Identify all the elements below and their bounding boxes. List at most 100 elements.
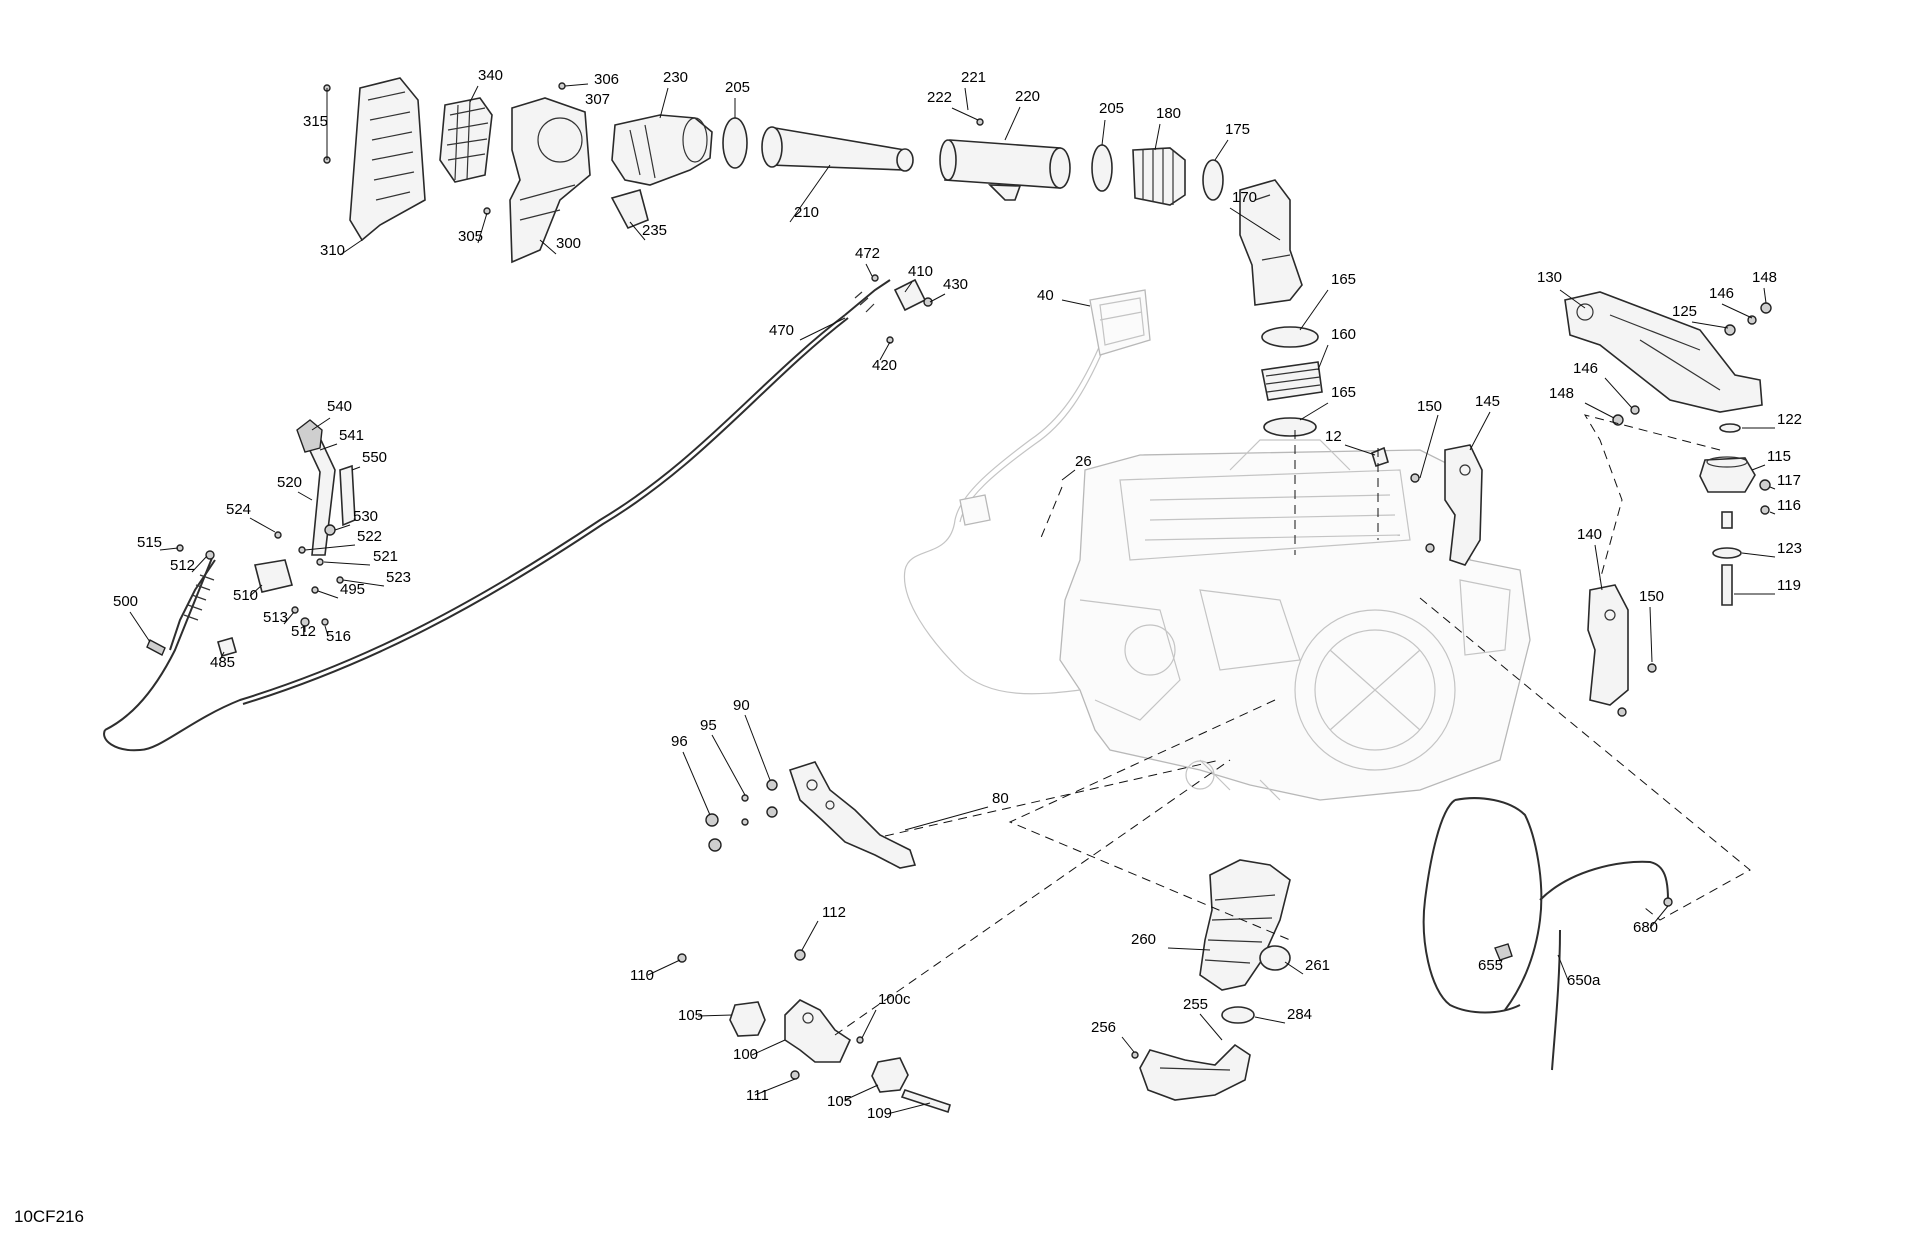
callout-305: 305: [458, 228, 483, 245]
mount-bracket-100: [784, 999, 852, 1063]
clamp-261: [1259, 945, 1291, 971]
pin-513: [291, 606, 299, 614]
grip-550: [339, 464, 356, 527]
screw-430: [923, 297, 933, 307]
screw-256: [1131, 1051, 1139, 1059]
nut-96-a: [705, 813, 719, 827]
gear-lever-cable-end: [104, 557, 216, 731]
callout-515: 515: [137, 534, 162, 551]
intake-duct-230: [611, 114, 713, 186]
callout-310: 310: [320, 242, 345, 259]
callout-522: 522: [357, 528, 382, 545]
intake-tube-210: [761, 126, 914, 172]
clamp-284: [1221, 1006, 1255, 1024]
callout-521: 521: [373, 548, 398, 565]
washer-95-a: [741, 794, 749, 802]
callout-125: 125: [1672, 303, 1697, 320]
callout-512: 512: [291, 623, 316, 640]
clamp-175: [1202, 159, 1224, 201]
bolt-150-b: [1425, 543, 1435, 553]
callout-420: 420: [872, 357, 897, 374]
clip-680: [1663, 897, 1673, 907]
alignment-lines: [834, 414, 1751, 1036]
nut-112: [794, 949, 806, 961]
leader-lines: [129, 83, 1776, 1115]
callout-80: 80: [992, 790, 1009, 807]
callout-95: 95: [700, 717, 717, 734]
engine-assembly-ghost: [903, 289, 1531, 801]
callout-160: 160: [1331, 326, 1356, 343]
knob-540: [296, 419, 323, 453]
callout-96: 96: [671, 733, 688, 750]
callout-655: 655: [1478, 957, 1503, 974]
bushing-90-a: [766, 779, 778, 791]
callout-130: 130: [1537, 269, 1562, 286]
bracket-510: [254, 559, 293, 593]
engine-mount-115: [1699, 456, 1756, 493]
cvt-duct-255: [1139, 1043, 1251, 1101]
callout-230: 230: [663, 69, 688, 86]
nut-125: [1724, 324, 1736, 336]
throttle-body-160: [1261, 361, 1323, 401]
callout-165: 165: [1331, 271, 1356, 288]
callout-680: 680: [1633, 919, 1658, 936]
clamp-205-a: [722, 117, 748, 169]
callout-650a: 650a: [1567, 972, 1601, 989]
callout-524: 524: [226, 501, 251, 518]
pin-472: [871, 274, 879, 282]
callout-105: 105: [678, 1007, 703, 1024]
bolt-100c: [856, 1036, 864, 1044]
callout-148: 148: [1549, 385, 1574, 402]
callout-340: 340: [478, 67, 503, 84]
callout-180: 180: [1156, 105, 1181, 122]
cable-470: [103, 279, 891, 752]
callout-150: 150: [1417, 398, 1442, 415]
callout-111: 111: [746, 1087, 769, 1104]
bolt-150-a: [1410, 473, 1420, 483]
clip-500: [146, 639, 166, 656]
callout-255: 255: [1183, 996, 1208, 1013]
callout-221: 221: [961, 69, 986, 86]
callout-175: 175: [1225, 121, 1250, 138]
callout-261: 261: [1305, 957, 1330, 974]
callout-148: 148: [1752, 269, 1777, 286]
callout-140: 140: [1577, 526, 1602, 543]
callout-530: 530: [353, 508, 378, 525]
clamp-205-b: [1091, 144, 1113, 192]
bolt-150-d: [1617, 707, 1627, 717]
callout-145: 145: [1475, 393, 1500, 410]
callout-306: 306: [594, 71, 619, 88]
callout-90: 90: [733, 697, 750, 714]
callout-256: 256: [1091, 1019, 1116, 1036]
callout-116: 116: [1777, 497, 1801, 514]
callout-495: 495: [340, 581, 365, 598]
callout-205: 205: [725, 79, 750, 96]
intake-elbow-170: [1239, 179, 1303, 306]
callout-284: 284: [1287, 1006, 1312, 1023]
callout-40: 40: [1037, 287, 1054, 304]
callout-115: 115: [1767, 448, 1791, 465]
callout-410: 410: [908, 263, 933, 280]
callout-523: 523: [386, 569, 411, 586]
bolt-116: [1760, 505, 1770, 515]
nut-521: [316, 558, 324, 566]
callout-235: 235: [642, 222, 667, 239]
callout-260: 260: [1131, 931, 1156, 948]
nut-512-a: [205, 550, 215, 560]
bolt-119: [1721, 564, 1733, 606]
callout-220: 220: [1015, 88, 1040, 105]
nut-117: [1759, 479, 1771, 491]
callout-307: 307: [585, 91, 610, 108]
hose-650a: [1422, 797, 1669, 1071]
callout-485: 485: [210, 654, 235, 671]
callout-100c: 100c: [878, 991, 911, 1008]
bellows-180: [1132, 147, 1186, 206]
callout-12: 12: [1325, 428, 1342, 445]
rubber-mount-105-b: [871, 1057, 909, 1093]
callout-510: 510: [233, 587, 258, 604]
callout-512: 512: [170, 557, 195, 574]
spacer: [1721, 511, 1733, 529]
cvt-duct-260: [1199, 859, 1291, 991]
callout-430: 430: [943, 276, 968, 293]
